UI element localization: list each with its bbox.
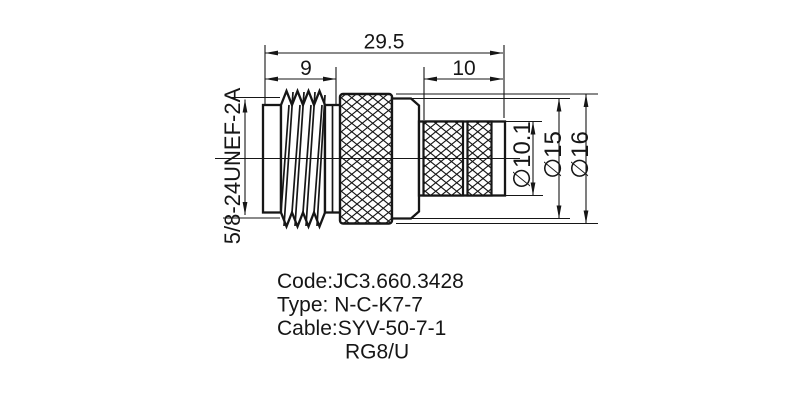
arrowhead-up (242, 99, 248, 113)
arrowhead-left (265, 50, 278, 56)
dimension-annotations: 29.5 9 10 5/8-24UNEF-2A ∅10. (220, 31, 598, 244)
arrowhead-left (265, 76, 278, 82)
dim-label-dia-16: ∅16 (567, 131, 594, 179)
dim-label-dia-15: ∅15 (540, 131, 567, 179)
arrowhead-down (242, 202, 248, 215)
arrowhead-right (490, 50, 503, 56)
arrowhead-left (424, 76, 437, 82)
dim-ring-diameter: ∅15 (540, 98, 567, 219)
dim-label-cable-end-length: 10 (452, 57, 475, 80)
dim-cable-entry-diameter: ∅10.1 (509, 121, 536, 196)
note-cable-alt: RG8/U (345, 341, 409, 364)
dim-label-total-length: 29.5 (364, 31, 405, 54)
dim-thread-spec: 5/8-24UNEF-2A (220, 87, 248, 244)
arrowhead-down (556, 205, 562, 219)
note-cable: Cable:SYV-50-7-1 (277, 317, 446, 340)
dim-cable-end-length: 10 (424, 57, 503, 82)
connector-body (215, 87, 520, 230)
extension-lines (223, 45, 598, 225)
arrowhead-up (583, 94, 589, 107)
arrowhead-down (530, 182, 536, 196)
arrowhead-up (556, 98, 562, 112)
dim-label-thread-length: 9 (300, 57, 312, 80)
dim-thread-length: 9 (265, 57, 336, 82)
part-notes: Code:JC3.660.3428 Type: N-C-K7-7 Cable:S… (277, 270, 464, 364)
arrowhead-right (323, 76, 336, 82)
dim-body-diameter: ∅16 (567, 94, 594, 224)
note-type: Type: N-C-K7-7 (277, 294, 423, 317)
arrowhead-up (530, 121, 536, 135)
dim-total-length: 29.5 (265, 31, 503, 56)
note-code: Code:JC3.660.3428 (277, 270, 464, 293)
dim-label-thread-spec: 5/8-24UNEF-2A (220, 87, 245, 244)
arrowhead-down (583, 210, 589, 224)
arrowhead-right (490, 76, 503, 82)
dim-label-dia-10-1: ∅10.1 (509, 121, 536, 189)
